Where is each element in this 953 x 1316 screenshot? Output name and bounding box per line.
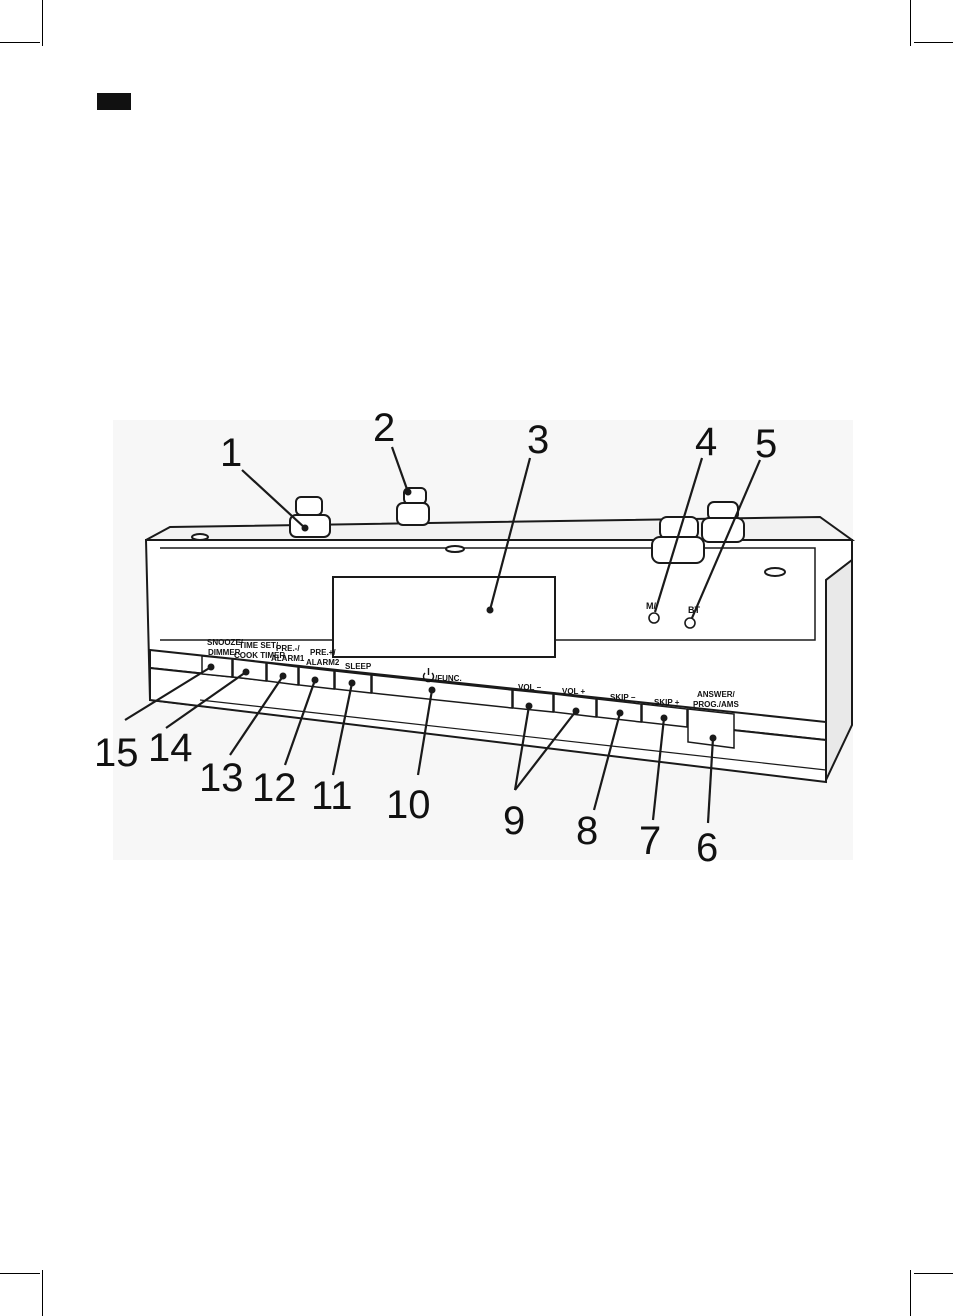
callout-15: 15 [94, 731, 139, 775]
btn-label-answer-2: PROG./AMS [693, 700, 739, 709]
btn-label-preplus-1: PRE.+/ [310, 648, 336, 657]
callout-5: 5 [755, 422, 777, 466]
callout-10: 10 [386, 783, 431, 827]
callout-9: 9 [503, 799, 525, 843]
btn-label-skipminus: SKIP − [610, 693, 636, 702]
btn-label-volplus: VOL + [562, 687, 586, 696]
screw-1 [446, 546, 464, 552]
callout-11: 11 [311, 774, 353, 818]
led-m [649, 613, 659, 623]
callout-3: 3 [527, 418, 549, 462]
callout-14: 14 [148, 726, 193, 770]
btn-label-volminus: VOL − [518, 683, 542, 692]
callout-13: 13 [199, 756, 244, 800]
knob-1-upper [296, 497, 322, 515]
knob-2-lower [397, 503, 429, 525]
callout-4: 4 [695, 420, 717, 464]
led-bt [685, 618, 695, 628]
btn-label-func: /FUNC. [435, 674, 462, 683]
knob-5-lower [702, 518, 744, 542]
btn-label-preminus-1: PRE.-/ [276, 644, 300, 653]
callout-6: 6 [696, 826, 718, 870]
screw-3 [192, 534, 208, 540]
btn-label-sleep: SLEEP [345, 662, 372, 671]
btn-label-timeset-1: TIME SET/ [239, 641, 279, 650]
button-answer [688, 709, 734, 748]
callout-12: 12 [252, 766, 297, 810]
callout-1: 1 [220, 431, 242, 475]
btn-label-preminus-2: ALARM1 [271, 654, 305, 663]
button-snooze [202, 656, 232, 677]
knob-4-lower [652, 537, 704, 563]
btn-label-answer-1: ANSWER/ [697, 690, 736, 699]
callout-7: 7 [639, 819, 661, 863]
display-window [333, 577, 555, 657]
screw-2 [765, 568, 785, 576]
callout-8: 8 [576, 809, 598, 853]
btn-label-skipplus: SKIP + [654, 698, 680, 707]
btn-label-preplus-2: ALARM2 [306, 658, 340, 667]
button-vol-minus [513, 690, 553, 712]
callout-2: 2 [373, 406, 395, 450]
